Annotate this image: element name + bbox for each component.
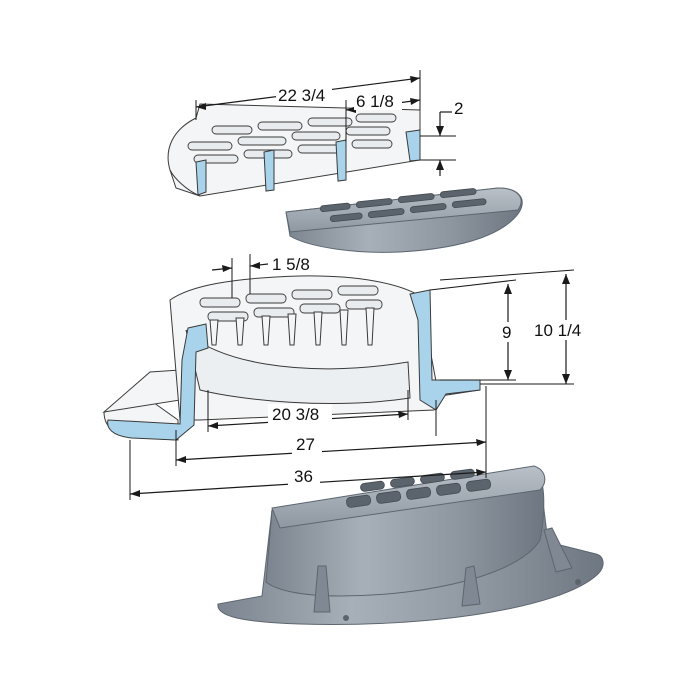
dim-frame-overall-height: 10 1/4: [534, 321, 581, 340]
dim-grate-thickness: 2: [454, 99, 463, 118]
dimension-arrows: [130, 76, 570, 497]
grate-outline-slots: [187, 113, 397, 164]
dim-flange-width: 36: [294, 467, 313, 486]
dimension-labels: 22 3/4 6 1/8 2 1 5/8 9 10 1/4 20 3/8 27 …: [268, 86, 588, 486]
dim-inner-opening: 20 3/8: [272, 405, 319, 424]
frame-grate-bars: [209, 307, 375, 346]
frame-render: [217, 465, 604, 626]
grate-render: [285, 187, 523, 253]
dim-grate-depth: 6 1/8: [356, 92, 394, 111]
frame-render-slots: [346, 468, 492, 508]
dim-slot-width: 1 5/8: [272, 255, 310, 274]
dim-frame-width: 27: [296, 435, 315, 454]
grate-render-slots: [319, 188, 487, 223]
dim-frame-height: 9: [502, 323, 511, 342]
dim-grate-width: 22 3/4: [278, 86, 325, 105]
frame-grate-slots: [199, 285, 383, 322]
grate-outline-drawing: [167, 103, 421, 197]
